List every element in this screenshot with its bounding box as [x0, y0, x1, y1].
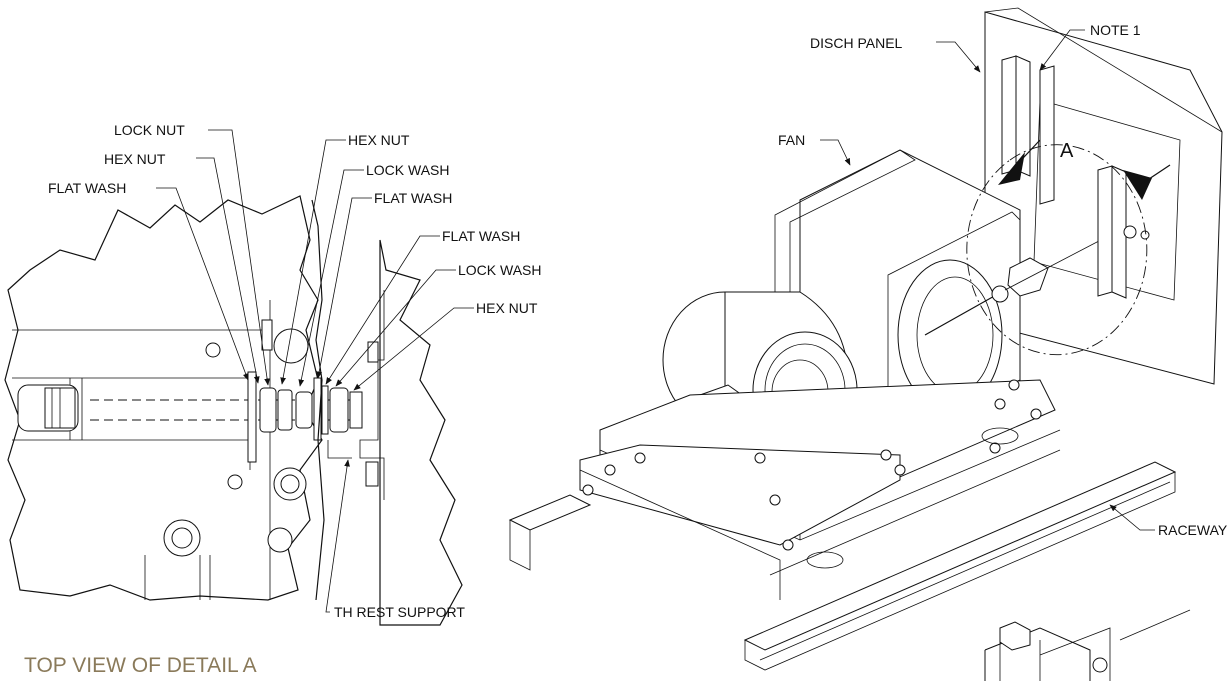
detail-caption: TOP VIEW OF DETAIL A — [24, 654, 257, 677]
label-hex-nut: HEX NUT — [348, 132, 410, 148]
detail-a-view — [4, 195, 463, 626]
label-detail-a: A — [1060, 140, 1074, 162]
assembly-view — [508, 7, 1223, 681]
assembly-labels: DISCH PANEL NOTE 1 FAN A RACEWAY — [778, 22, 1228, 538]
label-th-rest-support: TH REST SUPPORT — [334, 604, 465, 620]
label-hex-nut: HEX NUT — [104, 151, 166, 167]
detail-leaders — [156, 129, 474, 613]
label-raceway: RACEWAY — [1158, 522, 1228, 538]
detail-labels: LOCK NUT HEX NUT FLAT WASH HEX NUT LOCK … — [24, 122, 542, 677]
label-lock-wash: LOCK WASH — [458, 262, 542, 278]
label-flat-wash: FLAT WASH — [374, 190, 452, 206]
label-flat-wash: FLAT WASH — [442, 228, 520, 244]
label-note-1: NOTE 1 — [1090, 22, 1141, 38]
label-lock-nut: LOCK NUT — [114, 122, 185, 138]
label-flat-wash: FLAT WASH — [48, 180, 126, 196]
label-fan: FAN — [778, 132, 805, 148]
assembly-leaders — [820, 29, 1155, 531]
label-disch-panel: DISCH PANEL — [810, 35, 903, 51]
label-lock-wash: LOCK WASH — [366, 162, 450, 178]
label-hex-nut: HEX NUT — [476, 300, 538, 316]
